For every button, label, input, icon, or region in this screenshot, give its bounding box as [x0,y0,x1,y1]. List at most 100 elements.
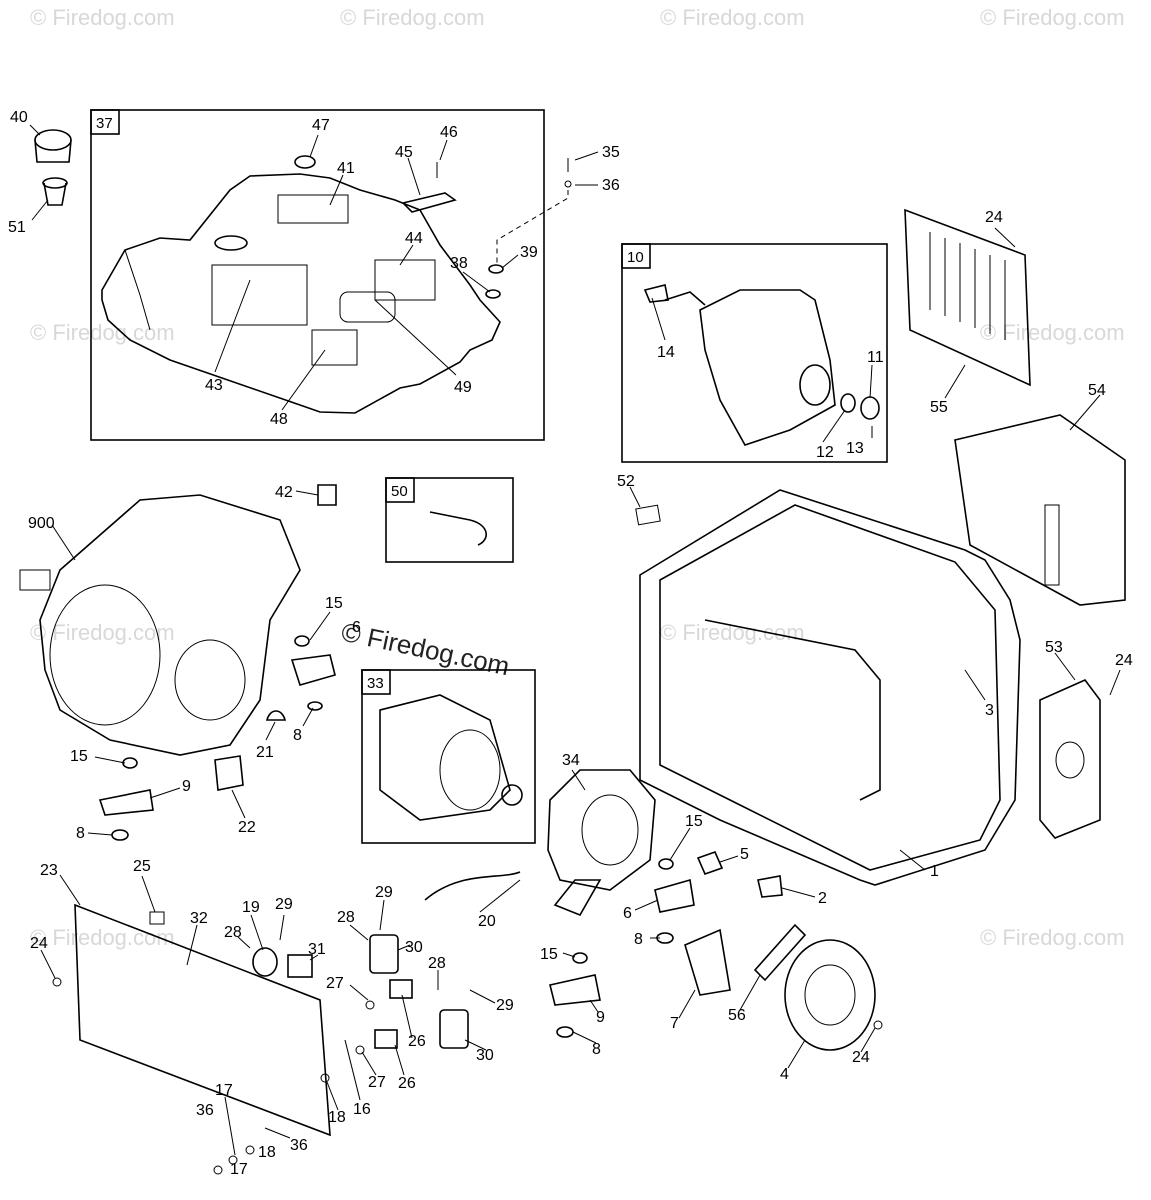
callout: 26 [398,1075,416,1092]
washer-8a [307,701,323,711]
callout: 15 [70,748,88,765]
callout: 28 [337,909,355,926]
callout: 24 [30,935,48,952]
callout: 41 [337,160,355,177]
box-33-label: 33 [367,675,384,692]
box-10-frame [621,243,888,463]
bushing-47 [294,155,316,169]
box-10-label: 10 [627,249,644,266]
fuel-cap-body [34,139,72,163]
panel-53-hole [1055,741,1085,779]
brush-7 [684,928,731,996]
callout: 5 [740,846,749,863]
screen-12 [840,393,856,413]
engine-900 [39,494,301,756]
rotor-shaft [501,784,523,806]
callout: 9 [182,778,191,795]
callout: 54 [1088,382,1106,399]
tank-label-43 [211,264,308,326]
callout: 40 [10,109,28,126]
nut-15d [572,952,588,964]
callout: 48 [270,411,288,428]
bolt-path [496,190,569,265]
tank-label-44 [374,259,436,301]
callout: 1 [930,863,939,880]
box-33-tag [361,669,391,695]
callout: 49 [454,379,472,396]
callout: 18 [258,1144,276,1161]
stator-group [547,769,656,917]
bushing-22 [214,755,244,791]
cap-11 [860,396,880,420]
heat-shields [904,208,1126,839]
end-cover-4 [784,939,876,1051]
watermark: © Firedog.com [980,925,1125,950]
mount-6a [290,654,336,686]
callout: 6 [623,905,632,922]
watermark: © Firedog.com [30,320,175,345]
callout: 29 [375,884,393,901]
hose-group: 50 [385,477,514,563]
muffler-outlet [799,364,831,406]
callout: 56 [728,1007,746,1024]
engine-flange [174,639,246,721]
grommet-39 [488,264,504,274]
control-panel-32 [74,903,331,1137]
callout: 32 [190,910,208,927]
callout: 36 [602,177,620,194]
watermark: © Firedog.com [30,925,175,950]
rotor-33 [379,694,511,821]
callout: 31 [308,941,326,958]
callout: 47 [312,117,330,134]
callout: 27 [368,1074,386,1091]
end-cover-grille [804,964,856,1026]
leader-lines [29,124,1121,1156]
callout: 17 [230,1161,248,1178]
callout: 8 [592,1041,601,1058]
frame-inner [659,504,1001,871]
tank-label-48 [311,329,358,366]
callout: 15 [685,813,703,830]
box-10-tag [621,243,651,269]
callout: 21 [256,744,274,761]
callout: 14 [657,344,675,361]
fuel-tank [101,173,501,414]
shield-54 [954,414,1126,606]
frame-rail [704,619,881,801]
mount-9a [98,789,154,816]
callout: 9 [596,1009,605,1026]
bracket-45 [401,192,457,213]
watermark: © Firedog.com [660,620,805,645]
meter-31 [287,954,313,978]
callout: 24 [1115,652,1133,669]
callout: 17 [215,1082,233,1099]
fuel-tank-group: 37 [34,109,572,441]
callout: 42 [275,484,293,501]
box-37-frame [90,109,545,441]
callout: 28 [224,924,242,941]
watermark: © Firedog.com [30,5,175,30]
callout: 55 [930,399,948,416]
rectifier-56 [753,923,807,982]
shield-55-slots [929,232,1006,340]
callout: 44 [405,230,423,247]
breaker-26a [389,979,413,999]
frame-group [635,489,1021,886]
callout: 24 [852,1049,870,1066]
callout: 43 [205,377,223,394]
tank-filler-neck [214,235,248,251]
mount-6b [654,878,695,913]
callout: 38 [450,255,468,272]
mount-9b [549,974,601,1006]
screw-24c [52,977,62,987]
callout: 19 [242,899,260,916]
nut-15a [294,635,310,647]
callout: 39 [520,244,538,261]
callout: 52 [617,473,635,490]
washer-18b [245,1145,255,1155]
callout: 45 [395,144,413,161]
tank-label-41 [277,194,349,224]
washer-36b [228,1155,238,1165]
end-cover-parts [424,850,883,1051]
